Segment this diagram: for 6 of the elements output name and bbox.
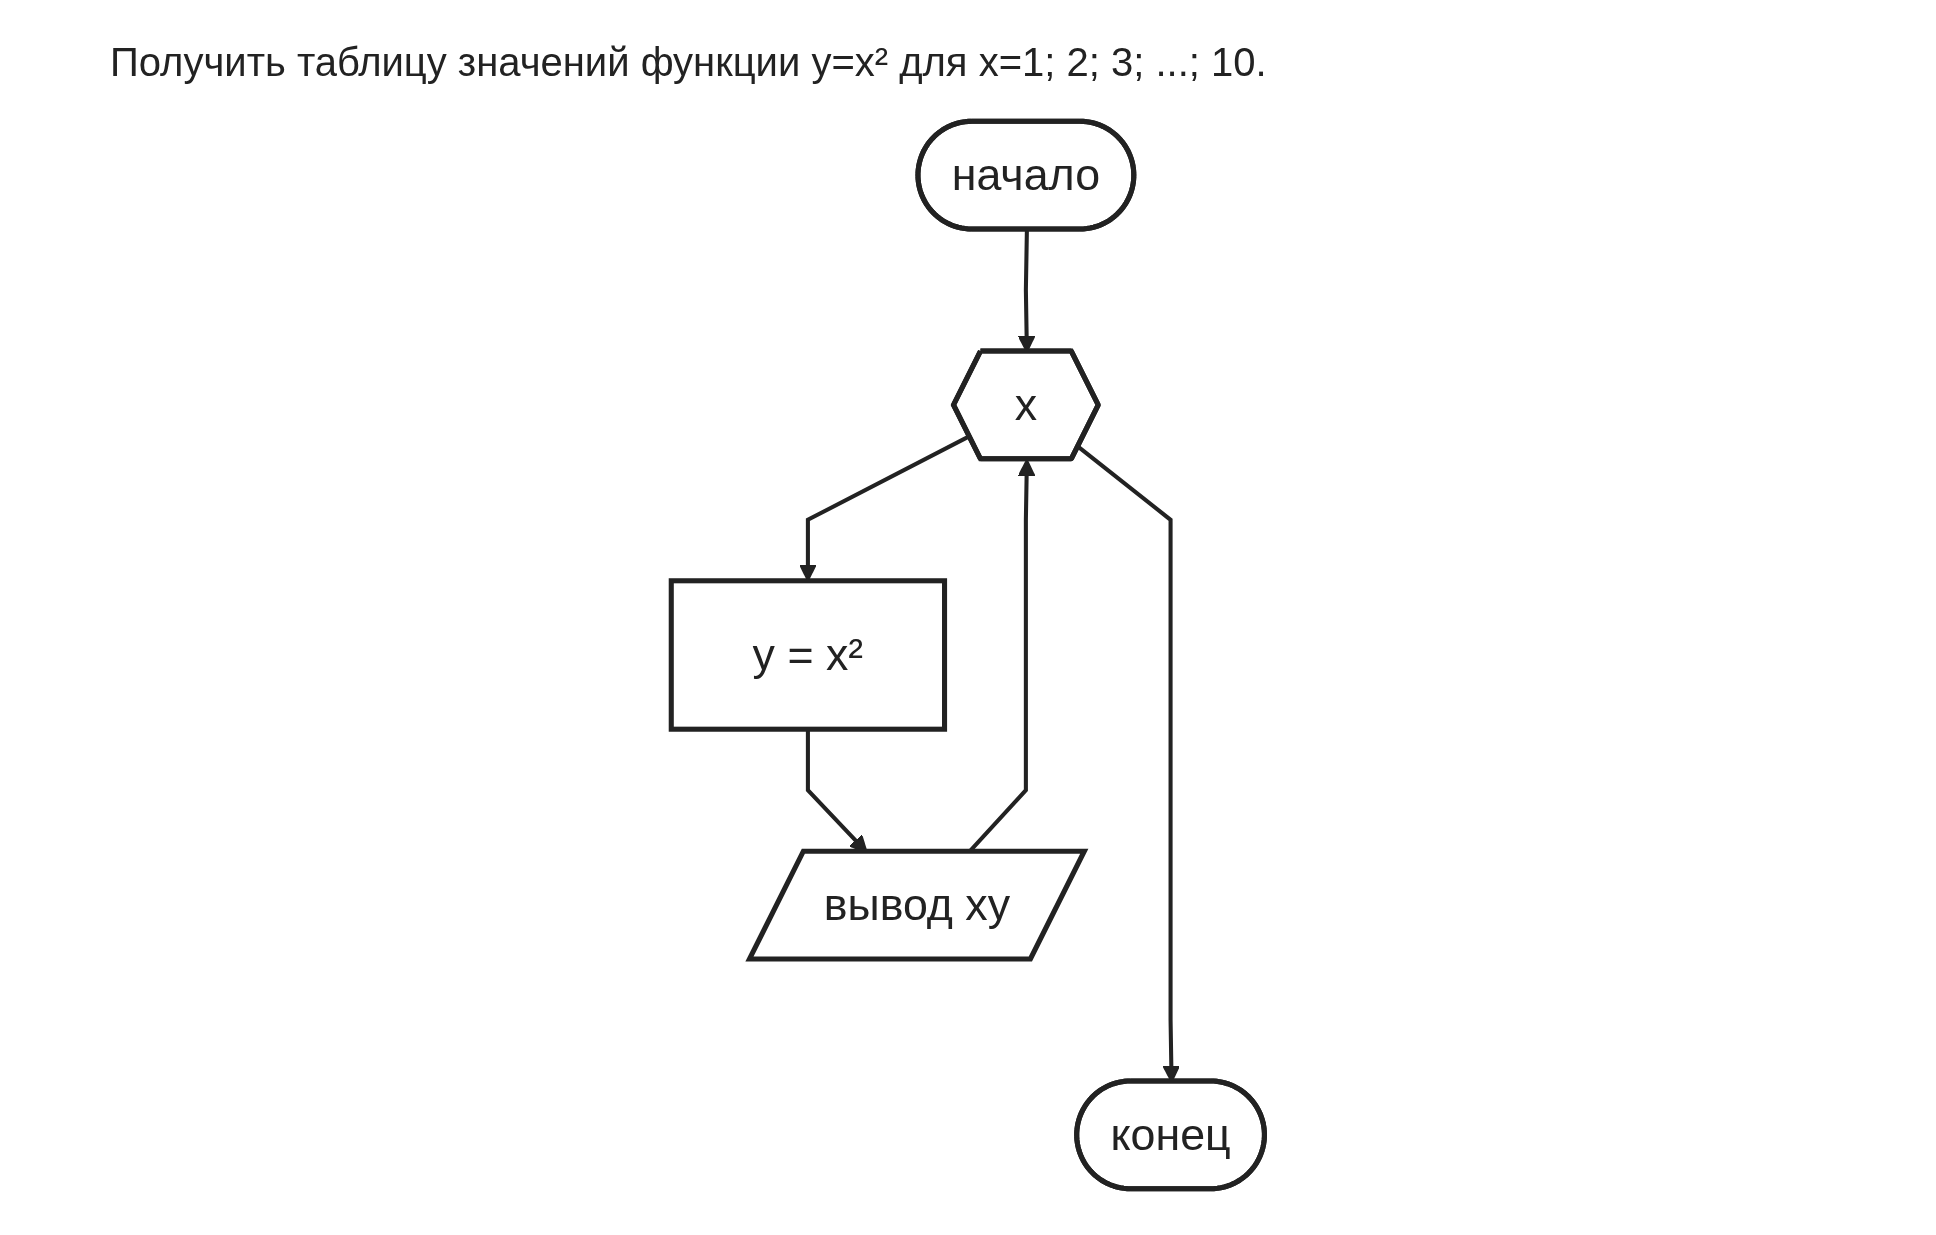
process-box: y = x² bbox=[668, 578, 948, 732]
loop-hexagon: x bbox=[951, 348, 1101, 462]
title: Получить таблицу значений функции y=x² для x=1; 2; 3; ...; 10. bbox=[110, 40, 1267, 85]
terminal-shape: конец bbox=[1074, 1078, 1268, 1192]
output-parallelogram: вывод xy bbox=[745, 848, 1089, 962]
terminal-shape: начало bbox=[915, 118, 1137, 232]
